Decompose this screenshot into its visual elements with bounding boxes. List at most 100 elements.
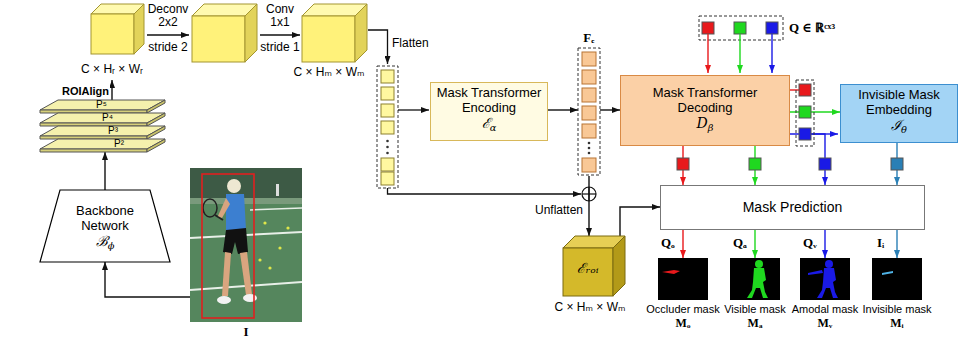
annotation-label: Deconv 2x2 xyxy=(144,3,192,29)
node-text: θ xyxy=(901,125,907,136)
mask-output: Invisible maskMᵢ xyxy=(859,258,935,332)
cube-front xyxy=(192,16,245,62)
token xyxy=(582,158,596,172)
flatten-arrow xyxy=(368,30,388,64)
connector xyxy=(104,152,105,190)
pyramid-level: P³ xyxy=(40,126,165,139)
node-text: I xyxy=(243,324,248,339)
token xyxy=(582,70,596,84)
text-line: Dβ xyxy=(697,115,714,136)
annotation-label: Qₐ xyxy=(733,236,753,250)
text-line: P⁵ xyxy=(96,99,116,111)
tennis-ball xyxy=(263,221,266,224)
text-line: I xyxy=(190,324,302,339)
mask-output: Visible maskMₐ xyxy=(717,258,793,332)
input-image: I xyxy=(190,168,302,340)
mask-shape xyxy=(747,260,768,298)
backbone-trapezoid: Backbone Networkℬϕ xyxy=(40,190,170,262)
pyramid-level-side xyxy=(147,100,165,113)
text-line: P⁴ xyxy=(102,112,122,124)
token xyxy=(381,87,394,100)
node-text: β xyxy=(708,122,714,133)
token xyxy=(381,158,394,171)
shape-outline xyxy=(190,168,302,340)
output-link xyxy=(790,89,799,90)
annotation-label: Qₒ xyxy=(661,236,681,250)
text-line: Visible mask xyxy=(717,303,793,316)
column-outline xyxy=(578,48,600,175)
annotation-label: Q ∈ ℝᶜˣ³ xyxy=(789,21,879,35)
output-token xyxy=(799,84,811,96)
text-line: ℬϕ xyxy=(96,233,115,254)
node-text: Mₒ xyxy=(676,316,691,330)
text-line: Invisible Mask Embedding xyxy=(849,87,949,117)
text-line: P³ xyxy=(108,125,128,137)
player-shirt xyxy=(226,194,246,232)
cube-front xyxy=(302,16,355,62)
token xyxy=(582,88,596,102)
mask-blob xyxy=(755,260,763,268)
text-line: C × Hₘ × Wₘ xyxy=(540,300,640,314)
feature-cube xyxy=(192,4,257,62)
text-line: ℰᵣₒᵢ xyxy=(563,260,613,277)
annotation-label: Conv 1x1 xyxy=(258,3,302,29)
pyramid-level-side xyxy=(147,139,165,152)
backbone-trapezoid xyxy=(40,190,170,262)
token xyxy=(381,104,394,117)
node-text: P⁵ xyxy=(96,99,107,110)
annotation-label: stride 1 xyxy=(256,41,304,54)
node-text: ℐ xyxy=(891,117,901,133)
query-token xyxy=(766,22,778,34)
background-trees xyxy=(190,168,302,198)
query-arrow xyxy=(707,34,708,73)
encoder-box: Mask Transformer Encodingℰα xyxy=(430,82,548,141)
mask-shape xyxy=(808,260,838,298)
edge-label: Unflatten xyxy=(524,203,584,217)
mask-blob xyxy=(747,268,768,298)
skip-arrow xyxy=(388,188,582,194)
mask-image xyxy=(658,258,708,300)
mask-shape xyxy=(882,271,893,275)
racket xyxy=(203,199,217,217)
player-shoe xyxy=(243,294,257,302)
query-token xyxy=(702,22,714,34)
mask-image xyxy=(872,258,922,300)
ellipsis-dot xyxy=(588,152,591,155)
connector xyxy=(111,80,112,100)
ellipsis-dot xyxy=(386,152,389,155)
fence xyxy=(190,198,302,204)
output-link xyxy=(811,133,838,134)
token xyxy=(381,172,394,185)
node-text: Backbone Network xyxy=(76,203,134,233)
annotation-label: Iᵢ xyxy=(877,236,897,250)
annotation-label: Flatten xyxy=(392,37,444,50)
token xyxy=(582,52,596,66)
text-line: Mₐ xyxy=(717,316,793,330)
text-line: Mᵥ xyxy=(787,316,863,330)
prediction-box: Mask Prediction xyxy=(660,185,925,230)
token xyxy=(582,124,596,138)
ellipsis-dot xyxy=(588,147,591,150)
conv-arrow xyxy=(260,34,300,35)
tennis-ball xyxy=(286,226,289,229)
output-token xyxy=(799,128,811,140)
text-line: Fₑ xyxy=(574,30,604,45)
connector xyxy=(600,109,620,110)
ellipsis-dot xyxy=(386,146,389,149)
cube-front xyxy=(563,248,613,296)
background-player xyxy=(276,184,279,196)
cube-side xyxy=(613,236,625,296)
player-shorts xyxy=(223,228,248,254)
connector xyxy=(620,207,660,236)
connector xyxy=(548,109,578,110)
pyramid-level xyxy=(40,126,165,136)
query-matrix xyxy=(699,16,783,40)
shape-outline xyxy=(40,126,165,139)
query-token xyxy=(677,158,689,170)
annotation-label: Qᵥ xyxy=(803,236,823,250)
mask-blob xyxy=(882,271,893,275)
player-shoe xyxy=(217,296,231,304)
cube-front xyxy=(91,14,134,54)
